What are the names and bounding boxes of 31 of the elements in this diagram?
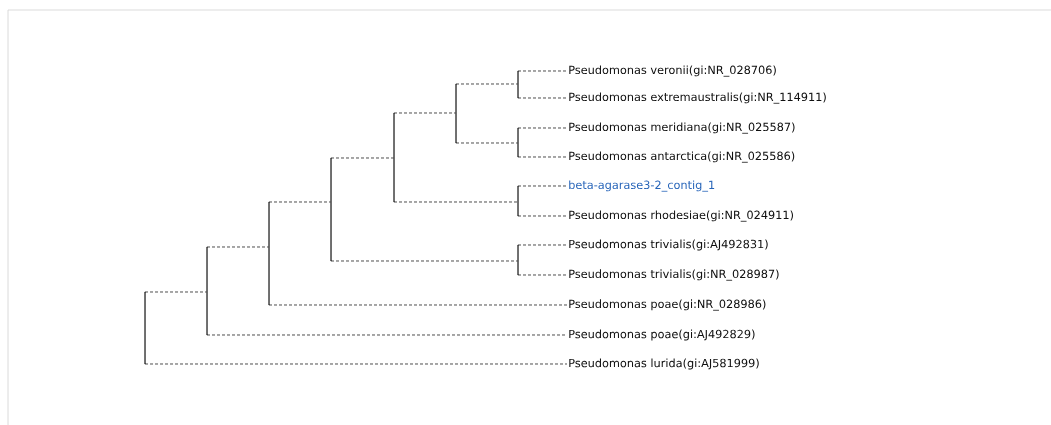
leaf-label: Pseudomonas rhodesiae(gi:NR_024911) xyxy=(569,210,793,222)
branch-line xyxy=(455,142,518,144)
branch-line xyxy=(517,70,568,72)
leaf-label: Pseudomonas lurida(gi:AJ581999) xyxy=(569,358,759,370)
branch-line xyxy=(206,246,269,248)
leaf-label: beta-agarase3-2_contig_1 xyxy=(569,180,715,192)
branch-line xyxy=(144,291,207,293)
branch-line xyxy=(517,274,568,276)
branch-line xyxy=(455,83,518,85)
leaf-label: Pseudomonas poae(gi:NR_028986) xyxy=(569,299,766,311)
leaf-label: Pseudomonas meridiana(gi:NR_025587) xyxy=(569,122,795,134)
branch-line xyxy=(268,201,331,203)
branch-line xyxy=(393,201,518,203)
branch-line xyxy=(517,127,568,129)
branch-line xyxy=(517,244,568,246)
leaf-label: Pseudomonas veronii(gi:NR_028706) xyxy=(569,65,776,77)
branch-line xyxy=(393,112,456,114)
branch-line xyxy=(144,363,568,365)
leaf-label: Pseudomonas extremaustralis(gi:NR_114911) xyxy=(569,92,826,104)
leaf-label: Pseudomonas poae(gi:AJ492829) xyxy=(569,329,755,341)
branch-line xyxy=(268,304,568,306)
branch-line xyxy=(206,334,568,336)
leaf-label: Pseudomonas trivialis(gi:AJ492831) xyxy=(569,239,768,251)
branch-line xyxy=(330,260,518,262)
branch-line xyxy=(517,215,568,217)
branch-line xyxy=(330,157,394,159)
leaf-label: Pseudomonas trivialis(gi:NR_028987) xyxy=(569,269,779,281)
branch-line xyxy=(517,97,568,99)
branch-line xyxy=(517,185,568,187)
branch-line xyxy=(517,156,568,158)
leaf-label: Pseudomonas antarctica(gi:NR_025586) xyxy=(569,151,795,163)
